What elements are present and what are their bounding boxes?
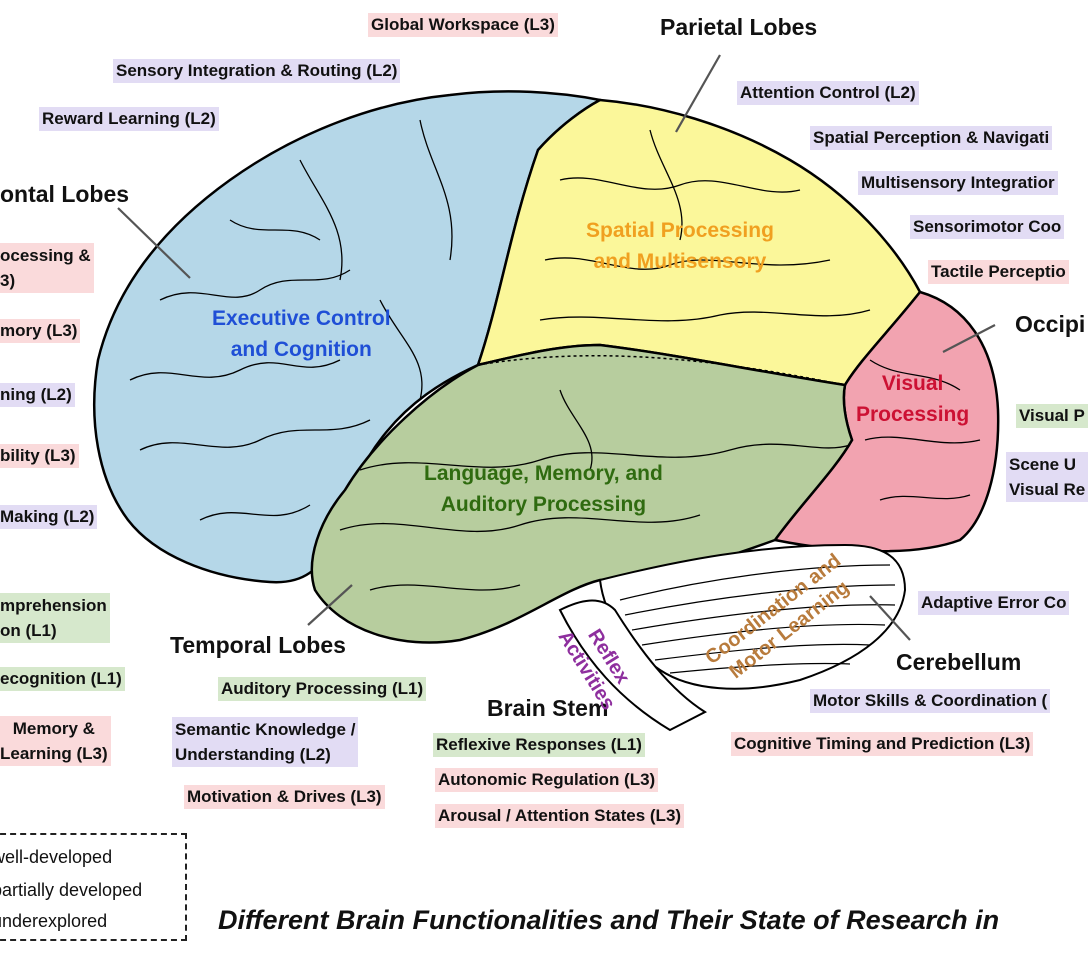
tag-adaptive-error: Adaptive Error Co: [918, 591, 1070, 615]
cerebellum-label: Cerebellum: [896, 649, 1022, 675]
brain-stem-label: Brain Stem: [487, 695, 609, 721]
tag-planning: ning (L2): [0, 383, 75, 407]
tag-sensory-integration: Sensory Integration & Routing (L2): [113, 59, 401, 83]
tag-flexibility: bility (L3): [0, 444, 79, 468]
tag-global-workspace: Global Workspace (L3): [368, 13, 558, 37]
parietal-sulci: [539, 129, 871, 322]
legend-item-l1: well-developed: [0, 847, 113, 867]
tag-auditory-processing: Auditory Processing (L1): [218, 677, 427, 701]
legend: well-developed partially developed under…: [0, 833, 187, 941]
tag-visual-p: Visual P: [1016, 404, 1088, 428]
occipital-sulci: [864, 359, 981, 501]
tag-spatial-perception: Spatial Perception & Navigati: [810, 126, 1053, 150]
tag-motor-skills: Motor Skills & Coordination (: [810, 689, 1051, 713]
cerebellum-folds: [619, 564, 896, 674]
tag-semantic-knowledge: Semantic Knowledge /Understanding (L2): [172, 717, 359, 767]
frontal-lobes-label: ontal Lobes: [0, 181, 130, 207]
tag-arousal-attention: Arousal / Attention States (L3): [435, 804, 685, 828]
cerebellum-shape: [598, 543, 907, 690]
legend-item-l2: partially developed: [0, 880, 143, 900]
parietal-lobes-label: Parietal Lobes: [660, 14, 818, 40]
tag-attention-control: Attention Control (L2): [737, 81, 919, 105]
tag-recognition: ecognition (L1): [0, 667, 125, 691]
tag-autonomic-regulation: Autonomic Regulation (L3): [435, 768, 659, 792]
tag-motivation-drives: Motivation & Drives (L3): [184, 785, 385, 809]
pointer-lines: [117, 54, 996, 641]
occipital-lobes-label: Occipi: [1015, 311, 1086, 337]
frontal-sulci: [129, 119, 453, 521]
tag-reflexive-responses: Reflexive Responses (L1): [433, 733, 645, 757]
tag-tactile-perception: Tactile Perceptio: [928, 260, 1069, 284]
tag-processing: ocessing &3): [0, 243, 94, 293]
tag-sensorimotor: Sensorimotor Coo: [910, 215, 1065, 239]
temporal-lobes-label: Temporal Lobes: [170, 632, 346, 658]
tag-memory: mory (L3): [0, 319, 81, 343]
tag-memory-learning: Memory &Learning (L3): [0, 716, 111, 766]
figure-caption: Different Brain Functionalities and Thei…: [218, 905, 1000, 935]
tag-multisensory-integration: Multisensory Integratior: [858, 171, 1058, 195]
temporal-sulci: [339, 389, 851, 591]
central-fissure: [477, 355, 846, 386]
tag-decision-making: Making (L2): [0, 505, 98, 529]
tag-reward-learning: Reward Learning (L2): [39, 107, 219, 131]
legend-item-l3: underexplored: [0, 911, 108, 931]
brain-stem-shape: [558, 599, 708, 732]
tag-cognitive-timing: Cognitive Timing and Prediction (L3): [731, 732, 1034, 756]
